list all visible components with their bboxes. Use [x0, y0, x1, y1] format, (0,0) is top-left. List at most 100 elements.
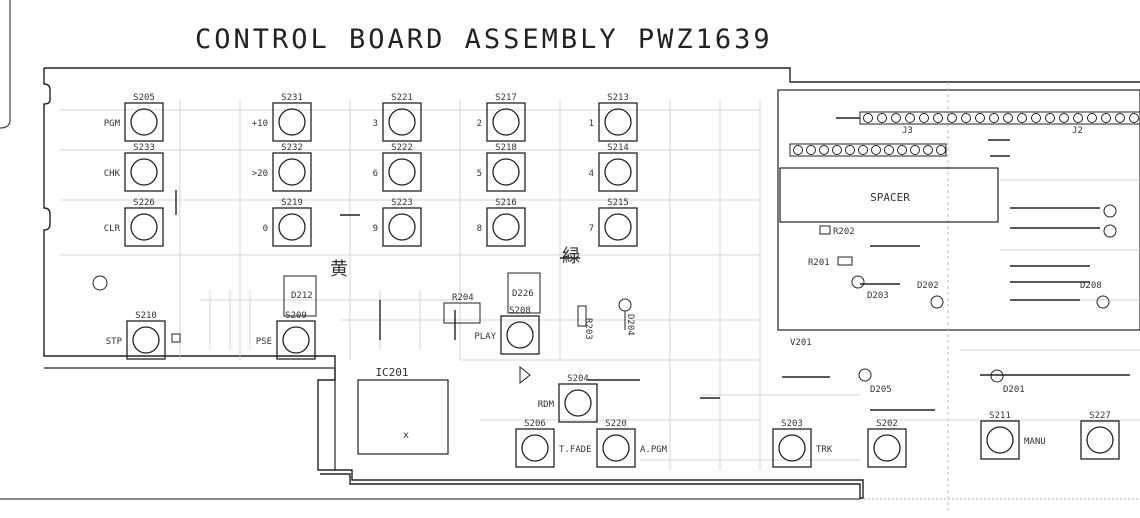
- switch-body: [382, 102, 422, 142]
- connector-pin: [961, 113, 971, 123]
- switch-button: [1086, 426, 1114, 454]
- switch-function-label: 1: [589, 119, 594, 129]
- switch-ref-label: S202: [876, 419, 898, 429]
- connector-pin: [871, 145, 881, 155]
- switch-body: [382, 207, 422, 247]
- connector-pin: [793, 145, 803, 155]
- ic201-chip: [357, 379, 449, 455]
- switch-body: [980, 420, 1020, 460]
- connector-j3: J3: [789, 126, 947, 157]
- d208-label: D208: [1080, 281, 1102, 291]
- r202-label: R202: [833, 227, 855, 237]
- r202-body: [819, 225, 831, 235]
- switch-button: [388, 108, 416, 136]
- connector-pin: [1017, 113, 1027, 123]
- switch-function-label: 6: [373, 169, 378, 179]
- switch-ref-label: S205: [133, 93, 155, 103]
- switch-ref-label: S220: [605, 419, 627, 429]
- d202-label: D202: [917, 281, 939, 291]
- d212-label: D212: [291, 291, 313, 301]
- connector-pin: [1087, 113, 1097, 123]
- d226-label: D226: [512, 289, 534, 299]
- r201-label: R201: [808, 258, 830, 268]
- switch-button: [282, 326, 310, 354]
- connector-pin: [1073, 113, 1083, 123]
- switch-ref-label: S222: [391, 143, 413, 153]
- r201-body: [837, 256, 853, 266]
- switch-body: [558, 383, 598, 423]
- switch-s227: S227: [1080, 411, 1120, 460]
- connector-pin: [989, 113, 999, 123]
- switch-s202: S202: [867, 419, 907, 468]
- switch-body: [272, 207, 312, 247]
- switch-ref-label: S215: [607, 198, 629, 208]
- j2-label: J2: [1072, 126, 1083, 136]
- switch-ref-label: S206: [524, 419, 546, 429]
- d205-led: [858, 368, 872, 382]
- switch-button: [521, 434, 549, 462]
- switch-s232: S232>20: [252, 143, 312, 192]
- switch-ref-label: S226: [133, 198, 155, 208]
- switch-ref-label: S233: [133, 143, 155, 153]
- switch-body: [382, 152, 422, 192]
- connector-pin: [936, 145, 946, 155]
- switch-function-label: 7: [589, 224, 594, 234]
- d204-led: [618, 298, 632, 312]
- switch-button: [604, 213, 632, 241]
- r203-body: [577, 305, 587, 327]
- connector-pin: [832, 145, 842, 155]
- d204-label: D204: [625, 314, 635, 336]
- connector-pin: [1115, 113, 1125, 123]
- components: [92, 204, 1117, 385]
- switch-function-label: 4: [589, 169, 594, 179]
- d226-package: [507, 272, 541, 314]
- switch-body: [772, 428, 812, 468]
- switch-body: [124, 102, 164, 142]
- switch-function-label: PLAY: [474, 332, 496, 342]
- board-outline: [43, 68, 864, 499]
- connector-pin: [897, 145, 907, 155]
- switch-ref-label: S216: [495, 198, 517, 208]
- switch-body: [486, 207, 526, 247]
- d212-package: [283, 275, 317, 317]
- switch-function-label: 0: [263, 224, 268, 234]
- switch-button: [130, 213, 158, 241]
- resistor-array: [443, 302, 481, 324]
- switch-function-label: 8: [477, 224, 482, 234]
- switch-ref-label: S203: [781, 419, 803, 429]
- switch-function-label: PSE: [256, 337, 272, 347]
- switch-body: [486, 102, 526, 142]
- switch-function-label: 9: [373, 224, 378, 234]
- mount-hole: [92, 275, 108, 291]
- connector-pin: [891, 113, 901, 123]
- switch-button: [278, 158, 306, 186]
- switch-body: [596, 428, 636, 468]
- background-traces: [60, 100, 1140, 470]
- right-subboard: [777, 89, 1140, 331]
- connector-pin: [877, 113, 887, 123]
- switch-ref-label: S231: [281, 93, 303, 103]
- v201-label: V201: [790, 338, 812, 348]
- switch-body: [500, 315, 540, 355]
- switch-button: [278, 108, 306, 136]
- switch-s214: S214 4: [589, 143, 638, 192]
- switch-function-label: 2: [477, 119, 482, 129]
- switch-ref-label: S214: [607, 143, 629, 153]
- connector-pin: [910, 145, 920, 155]
- switch-ref-label: S210: [135, 311, 157, 321]
- connector-pin: [905, 113, 915, 123]
- switch-button: [604, 158, 632, 186]
- connector-pin: [947, 113, 957, 123]
- switch-function-label: PGM: [104, 119, 121, 129]
- switch-ref-label: S204: [567, 374, 589, 384]
